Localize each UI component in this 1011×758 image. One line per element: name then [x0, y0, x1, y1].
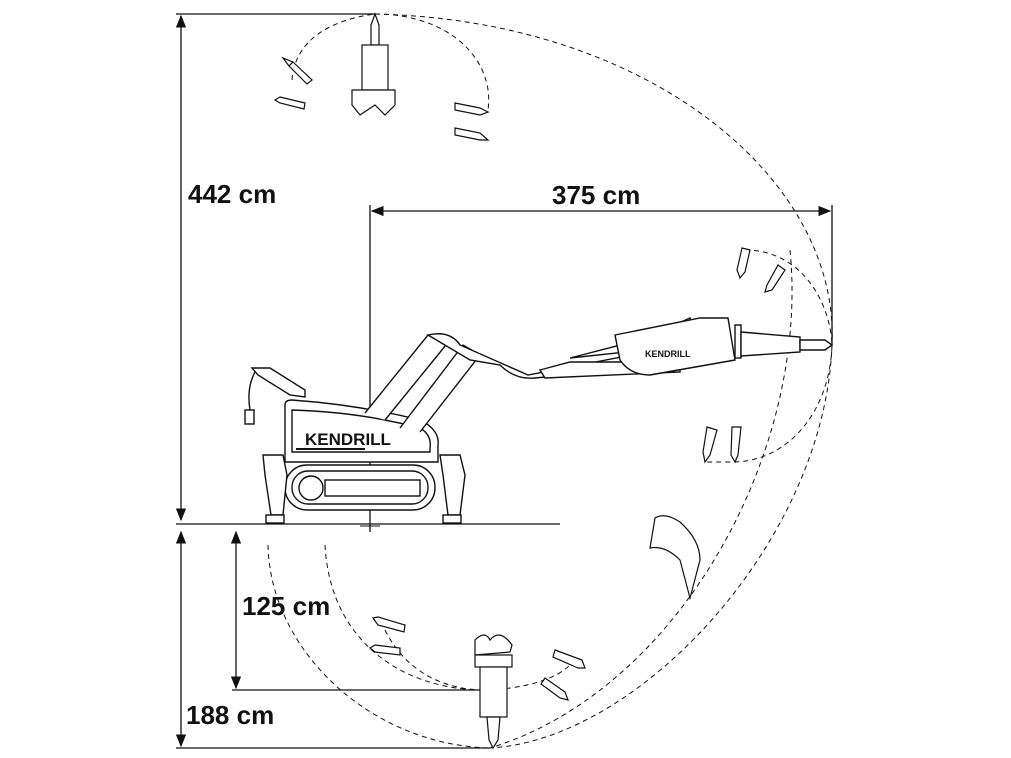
- chisel-icon: [702, 426, 718, 464]
- tool-holder: [614, 317, 736, 376]
- chisel-icon: [764, 264, 786, 293]
- height-label: 442 cm: [188, 179, 277, 209]
- breaker-top-icon: [351, 12, 396, 116]
- handle: [250, 367, 306, 398]
- top-right-arc: [374, 13, 490, 111]
- depth-188-label: 188 cm: [186, 700, 275, 730]
- tip-arc: [705, 249, 833, 463]
- chisel-icon: [540, 677, 569, 701]
- chisel-icon: [454, 102, 490, 116]
- bucket-icon: [649, 515, 701, 601]
- breaker-flange: [734, 324, 742, 359]
- depth-125-label: 125 cm: [242, 591, 331, 621]
- breaker: [740, 331, 801, 357]
- tool-positions: [273, 12, 786, 750]
- chisel-icon: [273, 96, 306, 110]
- outrigger-left: [262, 454, 288, 516]
- cable-plug: [244, 409, 255, 425]
- chisel-icon: [454, 127, 490, 141]
- inner-reach-arc: [489, 249, 793, 749]
- breaker-bottom-icon: [474, 634, 513, 750]
- body-logo: KENDRILL: [305, 430, 391, 449]
- demolition-robot: [244, 317, 834, 524]
- chisel-icon: [730, 426, 742, 464]
- chisel: [799, 339, 834, 351]
- reach-arcs: [267, 13, 833, 749]
- lower-inner-arc: [324, 544, 481, 691]
- dimension-lines: [175, 13, 833, 749]
- lower-outer-arc: [267, 544, 491, 749]
- chisel-icon: [281, 56, 313, 85]
- reach-label: 375 cm: [552, 180, 641, 210]
- chisel-icon: [552, 649, 586, 669]
- chisel-icon: [368, 644, 401, 656]
- sprocket: [298, 475, 324, 501]
- chisel-icon: [371, 616, 406, 633]
- chisel-icon: [736, 247, 751, 280]
- boom-logo: KENDRILL: [645, 349, 691, 359]
- outrigger-right: [439, 454, 466, 516]
